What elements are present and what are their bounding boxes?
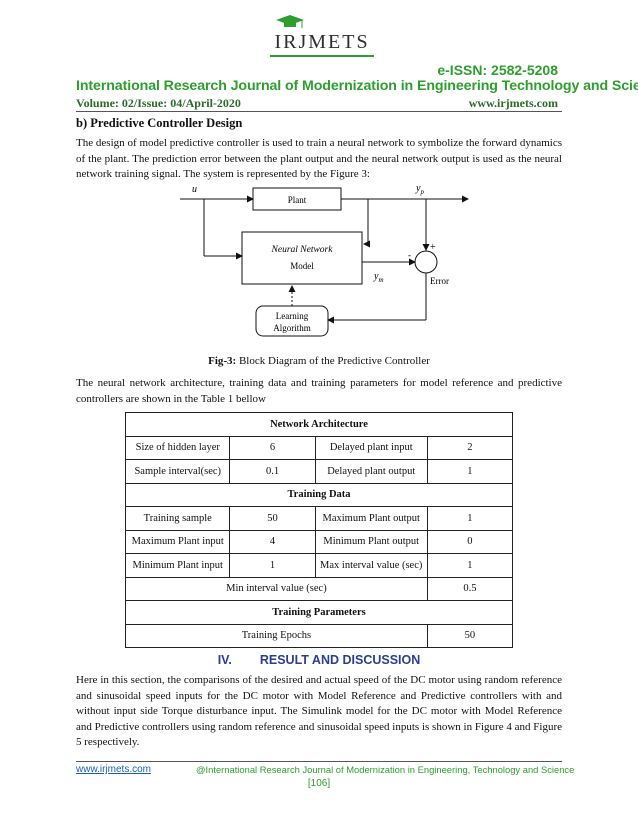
table-cell: 50 — [229, 506, 316, 531]
table-cell: Min interval value (sec) — [125, 576, 428, 601]
table-cell: 0 — [426, 529, 514, 554]
table-cell: Delayed plant input — [314, 435, 428, 460]
section-heading-iv: IV. RESULT AND DISCUSSION — [76, 653, 562, 667]
table-heading: Training Data — [125, 482, 513, 507]
table-row: Size of hidden layer 6 Delayed plant inp… — [124, 435, 514, 460]
table-intro-paragraph: The neural network architecture, trainin… — [76, 377, 562, 405]
header-divider — [76, 111, 562, 112]
table-cell: Maximum Plant output — [314, 506, 428, 531]
summing-junction — [414, 250, 438, 274]
header-website-link[interactable]: www.irjmets.com — [468, 96, 558, 110]
table-row: Training Data — [125, 482, 513, 507]
table-cell: Training Epochs — [125, 623, 428, 648]
table-cell: Minimum Plant output — [314, 529, 428, 554]
table-cell: Size of hidden layer — [124, 435, 231, 460]
table-row: Training Parameters — [125, 600, 513, 625]
plus-sign: + — [430, 242, 436, 253]
table-cell: Minimum Plant input — [124, 553, 231, 578]
table-cell: 0.1 — [229, 459, 316, 484]
page-number: [106] — [307, 778, 331, 789]
neural-network-block — [241, 231, 363, 285]
table-cell: 4 — [229, 529, 316, 554]
table-cell: Max interval value (sec) — [314, 553, 428, 578]
journal-logo: IRJMETS — [270, 15, 374, 57]
graduation-cap-icon — [276, 15, 304, 28]
table-cell: 0.5 — [426, 576, 514, 601]
table-cell: 1 — [426, 553, 514, 578]
caption-label: Fig-3: — [208, 355, 237, 367]
table-cell: Delayed plant output — [314, 459, 428, 484]
error-label: Error — [430, 276, 449, 286]
table-cell: 1 — [426, 506, 514, 531]
table-row: Network Architecture — [125, 412, 513, 437]
table-cell: 6 — [229, 435, 316, 460]
volume-line: Volume: 02/Issue: 04/April-2020 www.irjm… — [76, 96, 558, 111]
algorithm-label: Algorithm — [273, 323, 311, 333]
section-number: IV. — [217, 653, 232, 667]
footer-divider — [76, 761, 562, 762]
nn-label: Neural Network — [271, 245, 334, 255]
table-cell: 1 — [426, 459, 514, 484]
model-label: Model — [290, 261, 314, 271]
section-b-paragraph: The design of model predictive controlle… — [76, 137, 562, 181]
caption-text: Block Diagram of the Predictive Controll… — [236, 355, 430, 367]
table-row: Minimum Plant input 1 Max interval value… — [124, 553, 514, 578]
model-output-ym-label: ym — [373, 271, 384, 284]
figure-caption: Fig-3: Block Diagram of the Predictive C… — [76, 355, 562, 367]
table-cell: Maximum Plant input — [124, 529, 231, 554]
section-heading-b: b) Predictive Controller Design — [76, 116, 243, 130]
block-diagram: u Plant yp Neural Network Model ym - + E… — [180, 183, 469, 337]
input-u-label: u — [192, 184, 197, 195]
table-row: Min interval value (sec) 0.5 — [125, 576, 514, 601]
table-cell: 1 — [229, 553, 316, 578]
minus-sign: - — [408, 250, 411, 260]
issn-label: e-ISSN: 2582-5208 — [437, 62, 558, 78]
table-row: Maximum Plant input 4 Minimum Plant outp… — [124, 529, 514, 554]
parameters-table: Network Architecture Size of hidden laye… — [124, 412, 514, 648]
table-heading: Network Architecture — [125, 412, 513, 437]
output-yp-label: yp — [415, 183, 424, 196]
logo-text: IRJMETS — [274, 31, 369, 53]
table-cell: 2 — [426, 435, 514, 460]
learning-label: Learning — [276, 311, 309, 321]
table-cell: Sample interval(sec) — [124, 459, 231, 484]
table-row: Sample interval(sec) 0.1 Delayed plant o… — [124, 459, 514, 484]
table-cell: Training sample — [124, 506, 231, 531]
table-row: Training Epochs 50 — [125, 623, 514, 648]
table-cell: 50 — [426, 623, 514, 648]
plant-label: Plant — [288, 195, 307, 205]
section-iv-paragraph: Here in this section, the comparisons of… — [76, 674, 562, 749]
volume-issue: Volume: 02/Issue: 04/April-2020 — [76, 96, 241, 110]
journal-title: International Research Journal of Modern… — [76, 78, 638, 94]
section-title: RESULT AND DISCUSSION — [259, 653, 421, 667]
table-heading: Training Parameters — [125, 600, 513, 625]
footer-copyright: @International Research Journal of Moder… — [196, 764, 575, 775]
footer-website-link[interactable]: www.irjmets.com — [76, 764, 152, 775]
table-row: Training sample 50 Maximum Plant output … — [124, 506, 514, 531]
